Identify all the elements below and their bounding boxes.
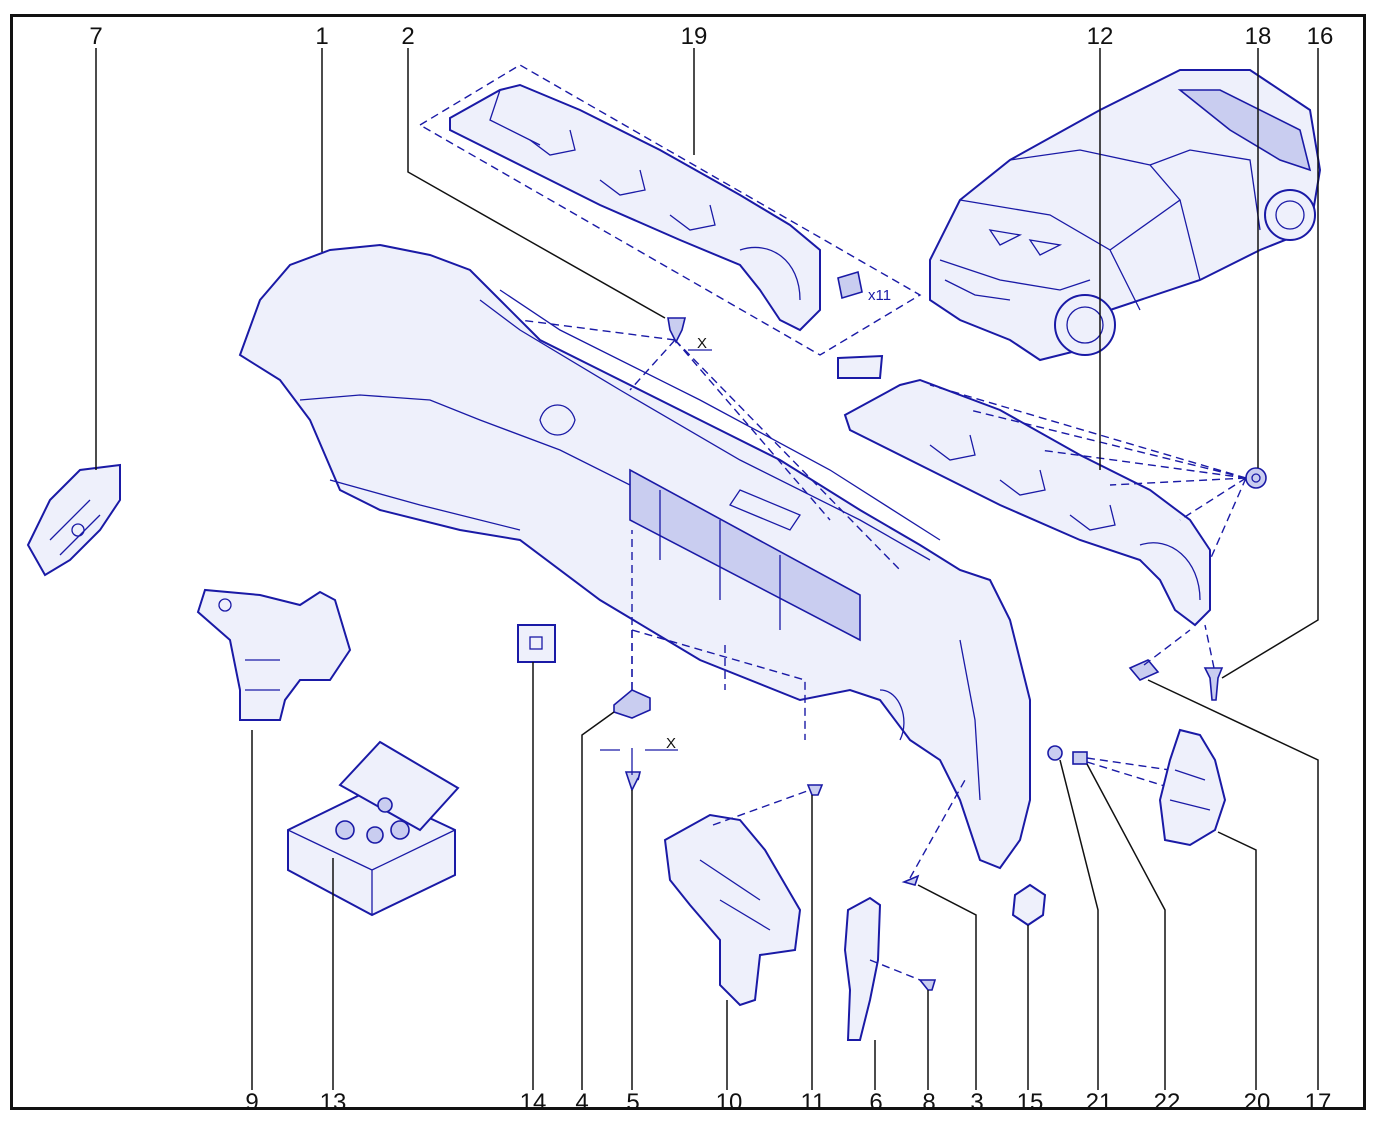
callout-16: 16 — [1307, 23, 1334, 50]
part-16-screw — [1203, 624, 1224, 701]
callout-3: 3 — [970, 1089, 983, 1116]
callout-20: 20 — [1244, 1089, 1271, 1116]
part-2-fastener-clip: X — [519, 317, 901, 571]
part-17-clip-nut — [1128, 629, 1191, 681]
part-3-screw — [901, 779, 966, 886]
part-10-right-mounting-bracket — [663, 789, 811, 1007]
callout-12: 12 — [1087, 23, 1114, 50]
part-21-grommet — [1047, 745, 1063, 761]
part-7-side-bracket — [26, 463, 121, 577]
part-13-fixing-kit-box — [287, 740, 460, 917]
callout-7: 7 — [89, 23, 102, 50]
part-1-rear-bumper — [238, 243, 1031, 870]
part-14-square-pad — [517, 624, 556, 663]
x-mark-5: X — [666, 735, 676, 752]
callout-9: 9 — [245, 1089, 258, 1116]
callout-1: 1 — [315, 23, 328, 50]
callout-18: 18 — [1245, 23, 1272, 50]
callout-19: 19 — [681, 23, 708, 50]
callout-21: 21 — [1086, 1089, 1113, 1116]
callout-8: 8 — [922, 1089, 935, 1116]
part-11-push-clip — [806, 784, 824, 796]
callout-6: 6 — [869, 1089, 882, 1116]
part-15-hex-nut — [1011, 883, 1047, 927]
callout-11: 11 — [801, 1089, 826, 1116]
part-18-expansion-rivet — [929, 384, 1267, 561]
part-19-rear-diffuser-upper: x11 — [418, 64, 922, 356]
part-8-rivet — [918, 979, 937, 991]
callout-22: 22 — [1154, 1089, 1181, 1116]
x-mark-2: X — [697, 335, 707, 352]
part-6-slide-bracket — [843, 896, 921, 1041]
mounting-guide-lines — [631, 629, 806, 740]
callout-2: 2 — [401, 23, 414, 50]
part-12-rear-diffuser-lower — [837, 354, 1211, 627]
callout-13: 13 — [320, 1089, 347, 1116]
quantity-label: x11 — [868, 287, 891, 304]
part-9-left-mounting-bracket — [196, 588, 352, 721]
part-5-bolt: X — [600, 735, 678, 793]
callout-5: 5 — [626, 1089, 639, 1116]
callout-17: 17 — [1305, 1089, 1332, 1116]
part-20-reflector-housing — [1158, 728, 1227, 847]
car-illustration — [929, 69, 1322, 362]
callout-15: 15 — [1017, 1089, 1044, 1116]
callout-4: 4 — [575, 1089, 588, 1116]
callout-14: 14 — [520, 1089, 547, 1116]
callout-labels: 7 1 2 19 12 18 16 9 13 14 4 5 10 11 6 8 … — [89, 23, 1333, 1116]
callout-10: 10 — [716, 1089, 743, 1116]
leader-lines — [95, 48, 1319, 1090]
